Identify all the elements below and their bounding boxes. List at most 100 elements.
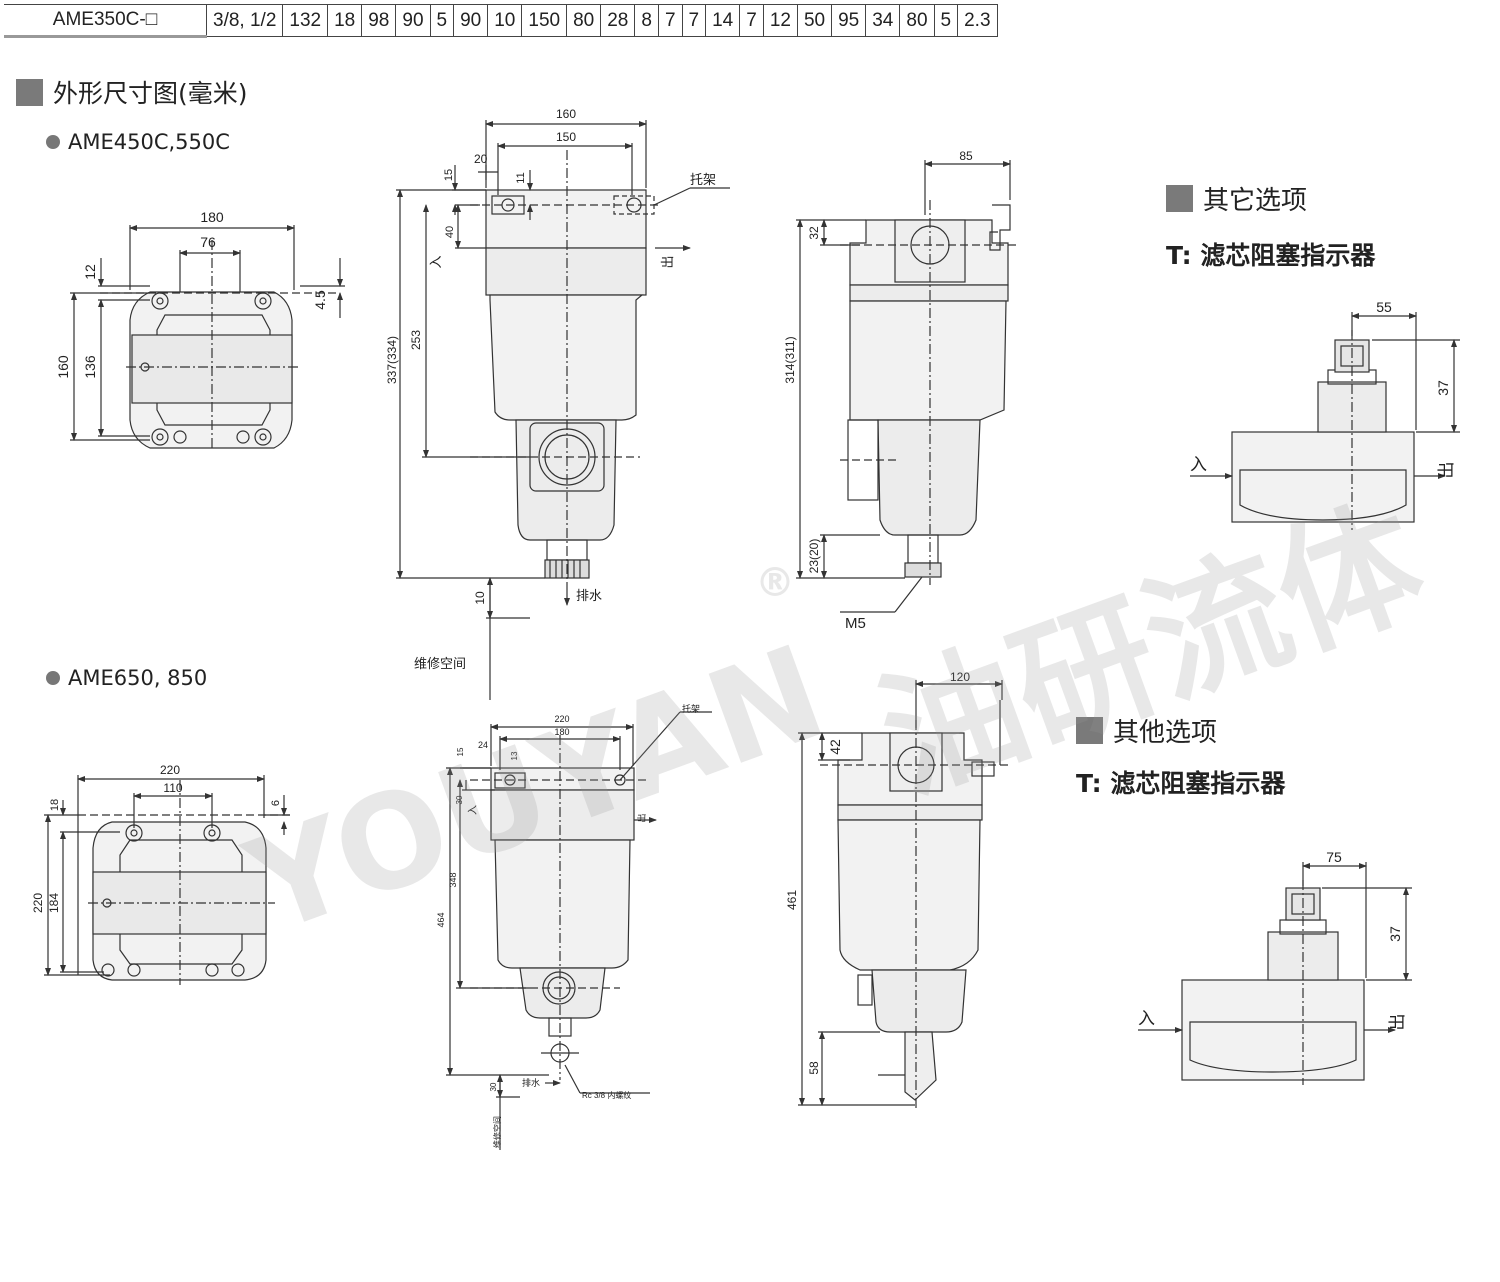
label-outlet-option-bottom: 出 [1388,1014,1407,1031]
top-view-650 [44,775,290,985]
label-outlet-front-bottom: 出 [636,813,647,822]
model-label-top: AME450C,550C [46,130,230,154]
dimension-labels: 180 76 12 4.5 160 136 160 150 20 15 11 4… [31,107,1451,1091]
dim-15b: 15 [456,747,465,756]
dim-11: 11 [515,172,527,183]
dim-461: 461 [785,890,799,910]
option-title-top-text: 其它选项 [1203,186,1308,216]
dim-6: 6 [270,800,282,806]
top-view-450 [70,225,345,450]
label-inlet-option-bottom: 入 [1138,1009,1155,1028]
table-cell: 8 [634,4,659,37]
label-maintenance-top: 维修空间 [414,656,466,671]
label-drain-top: 排水 [576,588,602,603]
front-view-450 [396,120,730,700]
dim-20: 20 [474,152,488,166]
option-square-icon [1166,185,1193,212]
dim-4-5: 4.5 [312,290,328,310]
section-title-text: 外形尺寸图(毫米) [53,79,248,108]
label-inlet-front: 入 [428,255,443,268]
dim-10: 10 [473,591,487,605]
table-cell: 132 [282,4,329,37]
bullet-icon [46,671,60,685]
dim-42: 42 [827,739,843,755]
dim-220-side: 220 [31,893,45,913]
dim-55: 55 [1376,299,1392,315]
watermark-reg: ® [755,560,795,606]
model-label-bottom: AME650, 850 [46,666,207,690]
dim-58: 58 [807,1061,821,1075]
dim-30b: 30 [489,1082,498,1091]
dim-23: 23(20) [807,539,821,574]
table-cell: 28 [600,4,636,37]
dim-314: 314(311) [783,336,797,383]
dim-75: 75 [1326,849,1342,865]
option-subtitle-bottom: T: 滤芯阻塞指示器 [1076,769,1286,798]
dim-180: 180 [200,209,224,225]
table-cell: 14 [705,4,741,37]
callout-labels: 托架 入 出 排水 维修空间 M5 入 出 托架 入 出 排水 Rc 3/8 内… [414,172,1456,1148]
dim-160-top: 160 [556,107,576,121]
dim-348: 348 [448,872,458,887]
table-cell: 90 [395,4,431,37]
dim-110: 110 [163,781,182,795]
table-cell: 5 [429,4,455,37]
option-title-bottom: 其他选项 [1076,712,1217,749]
dim-40: 40 [444,226,456,238]
table-cell: 2.3 [957,4,998,37]
table-cell: 50 [796,4,833,37]
label-outlet-front: 出 [660,255,675,268]
table-cell: 95 [831,4,867,37]
table-cell: 7 [657,4,683,37]
dim-180-front: 180 [554,727,569,737]
side-view-450 [796,160,1020,613]
table-cell: 7 [681,4,707,37]
model-label-top-text: AME450C,550C [68,130,230,154]
label-drain-bottom: 排水 [522,1077,540,1088]
label-inlet-front-bottom: 入 [468,805,479,815]
label-bracket-top: 托架 [690,172,716,187]
label-m5: M5 [845,615,866,632]
dim-15: 15 [443,169,455,181]
dim-220-top: 220 [160,763,180,777]
model-label-bottom-text: AME650, 850 [68,666,208,690]
dim-13: 13 [510,751,519,760]
section-title: 外形尺寸图(毫米) [16,74,248,110]
dim-160-side: 160 [55,355,71,379]
option-square-icon [1076,717,1103,744]
dim-253: 253 [409,330,423,350]
table-cell: 80 [566,4,602,37]
label-maintenance-bottom: 维修空间 [492,1116,502,1148]
dim-24: 24 [478,740,488,750]
table-cell: 7 [739,4,764,37]
label-outlet-option-top: 出 [1437,462,1456,479]
table-cell: 98 [361,4,397,37]
dim-337: 337(334) [385,336,399,384]
dim-136: 136 [82,355,98,379]
table-cell: 10 [487,4,523,37]
dim-120: 120 [950,670,970,684]
dim-184: 184 [47,893,61,913]
dim-12: 12 [82,264,98,280]
dim-76: 76 [200,234,216,250]
dim-37-top: 37 [1435,380,1451,396]
label-inlet-option-top: 入 [1190,455,1207,474]
dim-220-front: 220 [554,714,569,724]
table-cell: 80 [899,4,935,37]
front-view-650 [446,711,712,1150]
table-cell: 3/8, 1/2 [205,4,284,37]
indicator-option-top [1190,312,1460,530]
table-cell: 5 [933,4,959,37]
dim-150: 150 [556,130,576,144]
option-subtitle-top: T: 滤芯阻塞指示器 [1166,241,1376,270]
option-title-top: 其它选项 [1166,180,1307,217]
option-title-bottom-text: 其他选项 [1113,718,1218,748]
label-bracket-bottom: 托架 [682,703,700,714]
table-cell: 34 [865,4,901,37]
section-square-icon [16,78,43,106]
side-view-650 [798,680,1010,1110]
label-rc: Rc 3/8 内螺纹 [582,1090,631,1100]
dim-32: 32 [807,226,821,240]
